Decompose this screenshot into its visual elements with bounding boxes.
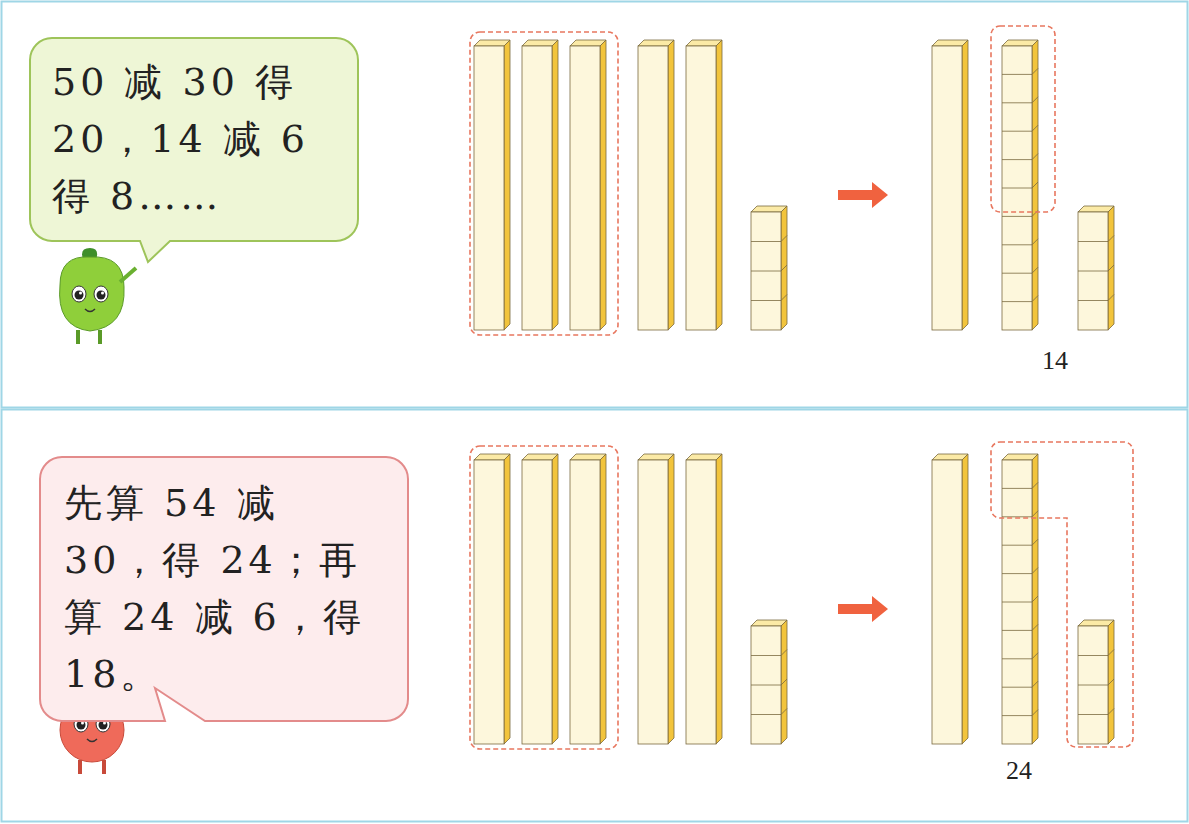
arrow [838,596,888,622]
arrow [838,182,888,208]
take-away-outline [991,26,1055,212]
ten-rod [638,40,674,330]
ten-rod [522,40,558,330]
panel-frame [2,2,1188,408]
ten-rod [932,40,968,330]
cube-stack [1078,620,1114,744]
ten-rod [570,454,606,744]
count-label: 14 [1042,346,1068,376]
ten-rod [570,40,606,330]
take-away-outline [991,442,1133,747]
ten-rod [932,454,968,744]
cube-stack [751,206,787,330]
bubble-text: 先算 54 减 30，得 24；再算 24 减 6，得 18。 [64,475,384,703]
cube-stack [1078,206,1114,330]
ten-rod [522,454,558,744]
group-outline [470,32,618,335]
cube-stack [751,620,787,744]
cube-stack [1002,40,1038,330]
speech-bubble: 先算 54 减 30，得 24；再算 24 减 6，得 18。 [40,457,408,721]
cube-stack [1002,454,1038,744]
ten-rod [686,454,722,744]
panel-frame [2,410,1188,822]
bubble-text: 50 减 30 得 20，14 减 6 得 8…… [52,54,336,225]
ten-rod [474,40,510,330]
pepper-character [60,248,136,344]
count-label: 24 [1006,756,1032,786]
ten-rod [686,40,722,330]
group-outline [470,446,618,749]
ten-rod [474,454,510,744]
ten-rod [638,454,674,744]
speech-bubble: 50 减 30 得 20，14 减 6 得 8…… [30,38,358,241]
